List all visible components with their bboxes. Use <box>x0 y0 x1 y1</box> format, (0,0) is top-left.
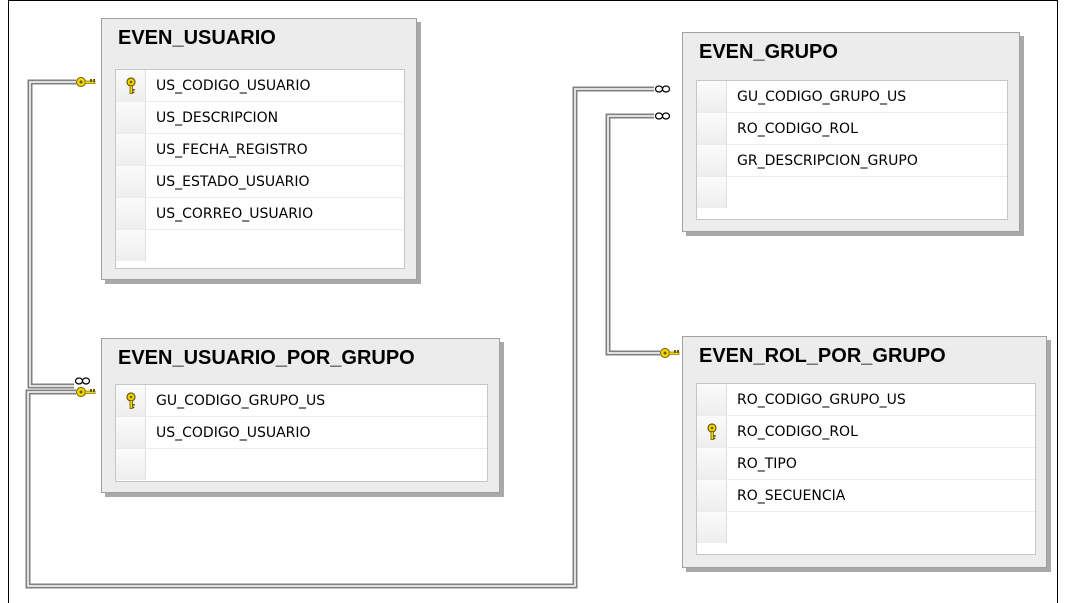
column-name: US_ESTADO_USUARIO <box>156 174 310 190</box>
infinity-end-icon <box>74 377 91 385</box>
table-even-rol-por-grupo[interactable]: EVEN_ROL_POR_GRUPO RO_CODIGO_GRUPO_US RO… <box>682 336 1047 568</box>
column-name: RO_TIPO <box>737 456 797 472</box>
infinity-end-icon <box>654 85 671 93</box>
primary-key-icon <box>707 423 717 440</box>
column-row[interactable]: GR_DESCRIPCION_GRUPO <box>697 145 1007 177</box>
column-name: RO_SECUENCIA <box>737 488 846 504</box>
column-name: GU_CODIGO_GRUPO_US <box>737 89 907 105</box>
column-row-empty <box>697 177 1007 209</box>
key-end-icon <box>660 348 680 358</box>
column-row[interactable]: RO_CODIGO_ROL <box>697 416 1035 448</box>
table-even-usuario[interactable]: EVEN_USUARIO US_CODIGO_USUARIO US_DESCRI… <box>101 18 417 280</box>
column-name: RO_CODIGO_ROL <box>737 424 858 440</box>
primary-key-icon <box>126 77 136 94</box>
column-row[interactable]: US_ESTADO_USUARIO <box>116 166 404 198</box>
column-name: US_CODIGO_USUARIO <box>156 78 311 94</box>
primary-key-icon <box>126 392 136 409</box>
column-list: RO_CODIGO_GRUPO_US RO_CODIGO_ROL RO_TIPO… <box>696 383 1036 555</box>
column-row[interactable]: RO_SECUENCIA <box>697 480 1035 512</box>
column-name: RO_CODIGO_ROL <box>737 121 858 137</box>
column-row[interactable]: GU_CODIGO_GRUPO_US <box>116 385 487 417</box>
table-title: EVEN_USUARIO_POR_GRUPO <box>118 347 415 369</box>
table-title: EVEN_ROL_POR_GRUPO <box>699 345 946 367</box>
column-row[interactable]: RO_TIPO <box>697 448 1035 480</box>
column-row[interactable]: US_CORREO_USUARIO <box>116 198 404 230</box>
column-row[interactable]: US_CODIGO_USUARIO <box>116 70 404 102</box>
column-name: RO_CODIGO_GRUPO_US <box>737 392 906 408</box>
key-end-icon <box>76 387 96 397</box>
column-list: GU_CODIGO_GRUPO_US US_CODIGO_USUARIO <box>115 384 488 482</box>
column-name: US_DESCRIPCION <box>156 110 279 126</box>
column-row-empty <box>697 512 1035 544</box>
column-name: US_CODIGO_USUARIO <box>156 425 311 441</box>
infinity-end-icon <box>654 112 671 120</box>
diagram-canvas <box>8 0 1058 603</box>
column-row-empty <box>116 230 404 262</box>
table-title: EVEN_USUARIO <box>118 27 276 49</box>
column-name: US_CORREO_USUARIO <box>156 206 314 222</box>
column-list: US_CODIGO_USUARIO US_DESCRIPCION US_FECH… <box>115 69 405 269</box>
column-row[interactable]: US_FECHA_REGISTRO <box>116 134 404 166</box>
column-row[interactable]: US_DESCRIPCION <box>116 102 404 134</box>
column-row-empty <box>116 449 487 481</box>
column-row[interactable]: US_CODIGO_USUARIO <box>116 417 487 449</box>
column-name: GU_CODIGO_GRUPO_US <box>156 393 326 409</box>
column-row[interactable]: RO_CODIGO_ROL <box>697 113 1007 145</box>
table-title: EVEN_GRUPO <box>699 41 838 63</box>
table-even-grupo[interactable]: EVEN_GRUPO GU_CODIGO_GRUPO_US RO_CODIGO_… <box>682 32 1020 232</box>
relationship-usuario-to-usuario-por-grupo[interactable] <box>27 79 76 389</box>
table-even-usuario-por-grupo[interactable]: EVEN_USUARIO_POR_GRUPO GU_CODIGO_GRUPO_U… <box>101 338 500 493</box>
relationship-usuario-por-grupo-to-grupo[interactable] <box>25 86 654 589</box>
column-name: GR_DESCRIPCION_GRUPO <box>737 153 918 169</box>
column-row[interactable]: GU_CODIGO_GRUPO_US <box>697 81 1007 113</box>
column-list: GU_CODIGO_GRUPO_US RO_CODIGO_ROL GR_DESC… <box>696 80 1008 220</box>
key-end-icon <box>76 77 96 87</box>
column-name: US_FECHA_REGISTRO <box>156 142 308 158</box>
column-row[interactable]: RO_CODIGO_GRUPO_US <box>697 384 1035 416</box>
relationship-rol-por-grupo-to-grupo[interactable] <box>605 113 660 356</box>
